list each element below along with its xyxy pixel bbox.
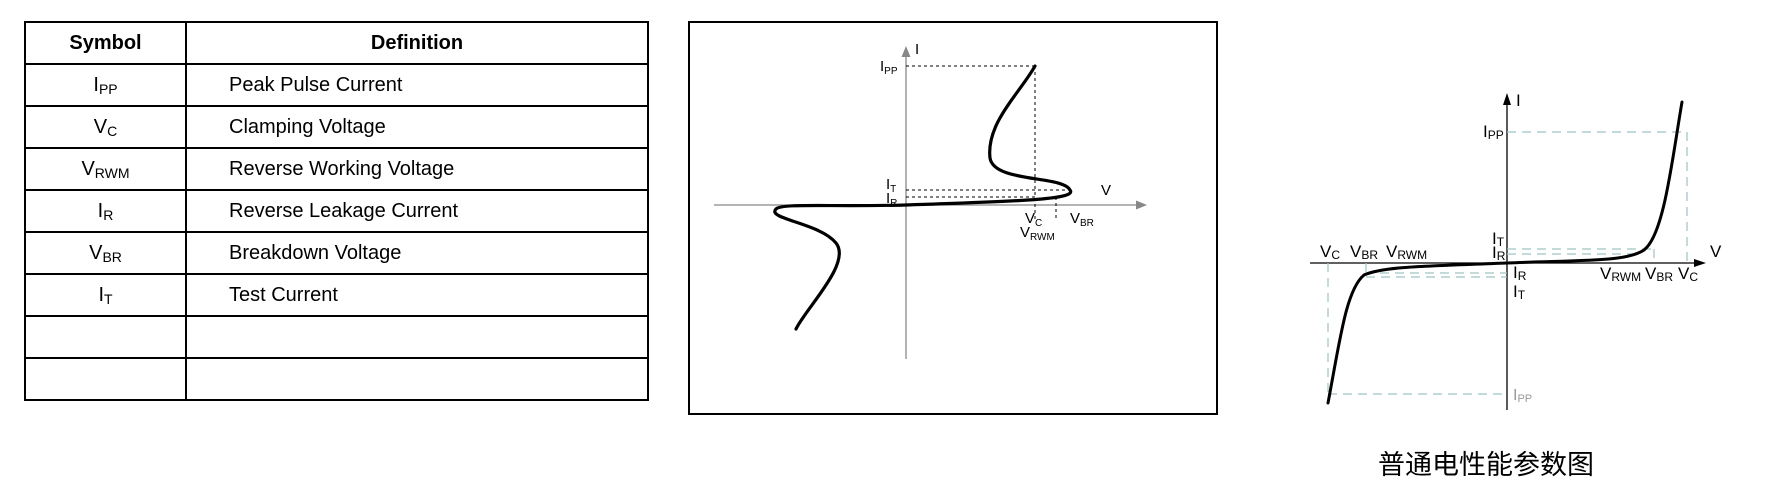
ir-label-bottom: IR <box>1513 263 1527 283</box>
definition-cell <box>185 357 649 401</box>
it-label: IT <box>886 176 896 195</box>
voltage-axis-label: V <box>1101 182 1111 199</box>
guide-lines <box>906 65 1070 219</box>
table-row: IT Test Current <box>24 273 649 317</box>
iv-characteristic-diagram-framed: I V IPP IT IR VC VRWM VBR <box>688 21 1218 415</box>
iv-diagram-svg: I V IPP IT IR VC VRWM VBR <box>714 41 1147 359</box>
table-row <box>24 357 649 401</box>
vrwm-label-left: VRWM <box>1386 242 1427 262</box>
ir-label: IR <box>886 190 897 209</box>
definition-cell: Breakdown Voltage <box>185 231 649 275</box>
vc-label-left: VC <box>1320 242 1340 262</box>
symbol-cell: IT <box>24 273 187 317</box>
definition-cell: Clamping Voltage <box>185 105 649 149</box>
definition-cell: Test Current <box>185 273 649 317</box>
symbol-cell: VRWM <box>24 147 187 191</box>
iv-curve <box>1326 100 1684 405</box>
voltage-axis-label: V <box>1710 242 1722 261</box>
vc-label: VC <box>1025 210 1042 229</box>
guide-lines <box>1327 131 1688 395</box>
table-row: IR Reverse Leakage Current <box>24 189 649 233</box>
diagram-caption: 普通电性能参数图 <box>1378 450 1594 481</box>
vbr-label-left: VBR <box>1350 242 1378 262</box>
symbol-cell: IR <box>24 189 187 233</box>
it-label-bottom: IT <box>1513 282 1526 302</box>
current-axis-label: I <box>915 41 919 58</box>
definition-cell: Reverse Working Voltage <box>185 147 649 191</box>
table-row: VBR Breakdown Voltage <box>24 231 649 275</box>
iv-curve <box>773 64 1073 331</box>
header-symbol: Symbol <box>24 21 187 65</box>
ir-label-top: IR <box>1492 243 1506 263</box>
symbol-cell <box>24 357 187 401</box>
table-row: VC Clamping Voltage <box>24 105 649 149</box>
ipp-label-bottom: IPP <box>1513 387 1532 405</box>
header-definition: Definition <box>185 21 649 65</box>
voltage-axis-arrow-icon <box>1136 200 1147 210</box>
symbol-cell: VC <box>24 105 187 149</box>
vbr-label: VBR <box>1070 210 1094 229</box>
voltage-axis-arrow-icon <box>1694 259 1706 267</box>
table-row: VRWM Reverse Working Voltage <box>24 147 649 191</box>
current-axis-arrow-icon <box>901 46 911 57</box>
vbr-label-right: VBR <box>1645 264 1673 284</box>
it-label-top: IT <box>1492 229 1505 249</box>
symbol-cell: VBR <box>24 231 187 275</box>
ipp-label: IPP <box>880 58 898 77</box>
parameter-table: Symbol Definition IPP Peak Pulse Current… <box>24 21 649 401</box>
vrwm-label-right: VRWM <box>1600 264 1641 284</box>
table-header-row: Symbol Definition <box>24 21 649 65</box>
definition-cell: Peak Pulse Current <box>185 63 649 107</box>
iv-characteristic-diagram-bidirectional: I V IPP IT IR IR IT IPP VC VBR VRWM VRWM… <box>1262 80 1742 410</box>
symbol-cell: IPP <box>24 63 187 107</box>
current-axis-label: I <box>1516 91 1521 110</box>
table-row: IPP Peak Pulse Current <box>24 63 649 107</box>
table-row <box>24 315 649 359</box>
ipp-label-top: IPP <box>1483 122 1504 142</box>
vrwm-label: VRWM <box>1020 224 1055 243</box>
vc-label-right: VC <box>1678 264 1698 284</box>
definition-cell: Reverse Leakage Current <box>185 189 649 233</box>
symbol-cell <box>24 315 187 359</box>
definition-cell <box>185 315 649 359</box>
current-axis-arrow-icon <box>1503 93 1511 105</box>
iv-diagram-bidirectional-svg: I V IPP IT IR IR IT IPP VC VBR VRWM VRWM… <box>1310 91 1722 410</box>
